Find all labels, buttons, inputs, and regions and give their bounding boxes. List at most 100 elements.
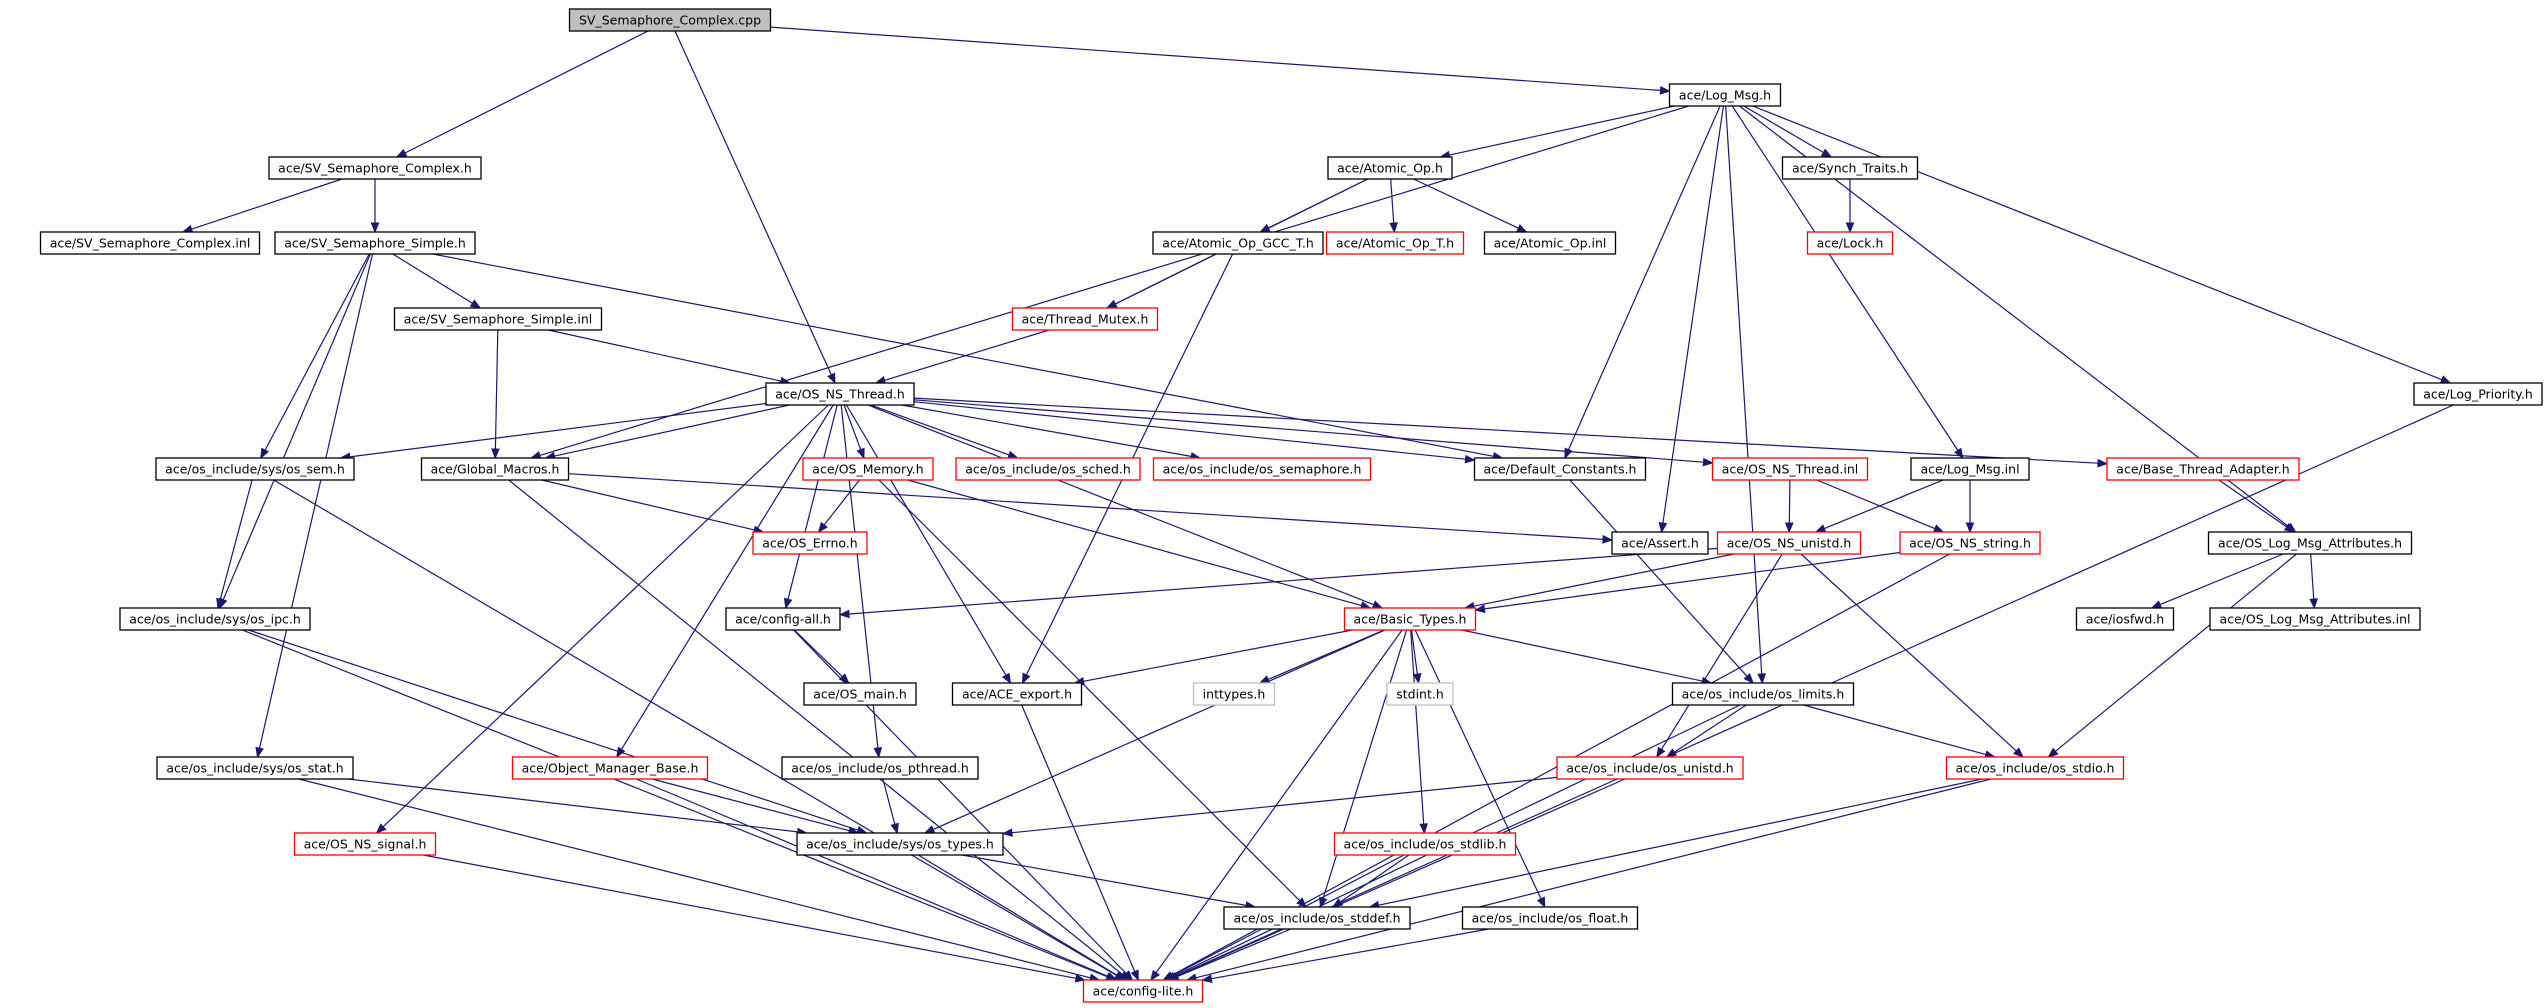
edge-atomic-gcc-h-to-thread-mutex-h <box>1105 253 1217 309</box>
node-assert-h[interactable]: ace/Assert.h <box>1611 531 1709 555</box>
node-atomic-t-h[interactable]: ace/Atomic_Op_T.h <box>1325 231 1465 255</box>
node-log-msg-h[interactable]: ace/Log_Msg.h <box>1668 83 1782 107</box>
edge-line <box>674 30 832 376</box>
node-os-errno-h[interactable]: ace/OS_Errno.h <box>752 531 868 555</box>
node-label: ace/OS_Memory.h <box>812 462 923 477</box>
node-os-stdio-h[interactable]: ace/os_include/os_stdio.h <box>1945 756 2125 780</box>
node-thread-mutex-h[interactable]: ace/Thread_Mutex.h <box>1011 307 1159 331</box>
node-label: ace/OS_NS_string.h <box>1909 536 2031 551</box>
arrowhead-icon <box>1656 746 1666 759</box>
arrowhead-icon <box>838 673 850 684</box>
node-ace-export-h[interactable]: ace/ACE_export.h <box>951 682 1083 706</box>
node-log-priority-h[interactable]: ace/Log_Priority.h <box>2413 382 2543 406</box>
node-label: ace/Base_Thread_Adapter.h <box>2116 462 2289 477</box>
node-label: ace/Basic_Types.h <box>1354 612 1467 627</box>
node-object-manager-base-h[interactable]: ace/Object_Manager_Base.h <box>511 756 709 780</box>
node-os-limits-h[interactable]: ace/os_include/os_limits.h <box>1671 682 1855 706</box>
edge-os-ns-thread-h-to-basic-types-h <box>867 404 1384 609</box>
node-os-log-msg-attr-inl[interactable]: ace/OS_Log_Msg_Attributes.inl <box>2209 607 2421 631</box>
arrowhead-icon <box>873 747 883 759</box>
node-label: ace/OS_Errno.h <box>762 536 857 551</box>
node-base-thread-adapter-h[interactable]: ace/Base_Thread_Adapter.h <box>2106 457 2300 481</box>
node-box <box>2413 382 2543 406</box>
edge-os-ns-thread-h-to-object-manager-base-h <box>616 404 834 759</box>
node-basic-types-h[interactable]: ace/Basic_Types.h <box>1343 607 1477 631</box>
edge-line <box>2218 479 2288 528</box>
node-os-ns-unistd-h[interactable]: ace/OS_NS_unistd.h <box>1716 531 1862 555</box>
edge-os-log-msg-attr-h-to-os-log-msg-attr-inl <box>2309 553 2319 610</box>
edge-basic-types-h-to-os-stdlib-h <box>1410 629 1429 835</box>
node-os-sem-h[interactable]: ace/os_include/sys/os_sem.h <box>155 457 355 481</box>
edge-line <box>1378 778 1983 906</box>
node-os-stddef-h[interactable]: ace/os_include/os_stddef.h <box>1223 906 1411 930</box>
node-os-types-h[interactable]: ace/os_include/sys/os_types.h <box>796 832 1004 856</box>
node-label: ace/Assert.h <box>1621 536 1699 551</box>
edge-line <box>2055 553 2297 752</box>
node-sv-complex-inl[interactable]: ace/SV_Semaphore_Complex.inl <box>39 231 261 255</box>
node-config-all-h[interactable]: ace/config-all.h <box>725 607 841 631</box>
arrowhead-icon <box>1743 673 1755 685</box>
node-os-ipc-h[interactable]: ace/os_include/sys/os_ipc.h <box>119 607 311 631</box>
node-label: ace/os_include/sys/os_types.h <box>806 837 994 852</box>
node-os-stdlib-h[interactable]: ace/os_include/os_stdlib.h <box>1333 832 1517 856</box>
edge-line <box>917 854 1118 976</box>
edge-line <box>273 479 1117 976</box>
node-label: ace/os_include/os_semaphore.h <box>1163 462 1362 477</box>
node-stdint-h[interactable]: stdint.h <box>1386 682 1454 706</box>
node-root[interactable]: SV_Semaphore_Complex.cpp <box>568 8 772 32</box>
node-default-constants-h[interactable]: ace/Default_Constants.h <box>1473 457 1647 481</box>
edge-sv-simple-inl-to-global-macros-h <box>491 329 500 460</box>
node-global-macros-h[interactable]: ace/Global_Macros.h <box>420 457 570 481</box>
node-os-ns-string-h[interactable]: ace/OS_NS_string.h <box>1899 531 2041 555</box>
edge-os-ns-thread-h-to-os-ns-signal-h <box>375 404 829 834</box>
edge-os-log-msg-attr-h-to-os-stdio-h <box>2047 553 2297 758</box>
edge-os-sem-h-to-config-lite-h <box>273 479 1126 981</box>
edge-os-ns-unistd-h-to-config-all-h <box>838 547 1718 619</box>
node-os-pthread-h[interactable]: ace/os_include/os_pthread.h <box>781 756 979 780</box>
edge-line <box>1211 928 1489 980</box>
node-os-unistd-h[interactable]: ace/os_include/os_unistd.h <box>1556 756 1744 780</box>
node-box <box>393 307 603 331</box>
node-iosfwd-h[interactable]: ace/iosfwd.h <box>2075 607 2175 631</box>
edge-line <box>539 105 1689 456</box>
arrowhead-icon <box>1965 522 1975 534</box>
node-log-msg-inl[interactable]: ace/Log_Msg.inl <box>1910 457 2030 481</box>
node-atomic-inl[interactable]: ace/Atomic_Op.inl <box>1483 231 1617 255</box>
node-sv-complex-h[interactable]: ace/SV_Semaphore_Complex.h <box>268 156 482 180</box>
node-os-log-msg-attr-h[interactable]: ace/OS_Log_Msg_Attributes.h <box>2207 531 2413 555</box>
node-os-semaphore-h[interactable]: ace/os_include/os_semaphore.h <box>1152 457 1372 481</box>
node-label: ace/os_include/sys/os_sem.h <box>165 462 345 477</box>
node-label: ace/os_include/os_stdlib.h <box>1344 837 1507 852</box>
node-atomic-op-h[interactable]: ace/Atomic_Op.h <box>1327 156 1453 180</box>
edge-object-manager-base-h-to-config-lite-h <box>636 778 1118 981</box>
arrowhead-icon <box>2283 523 2296 533</box>
node-sv-simple-h[interactable]: ace/SV_Semaphore_Simple.h <box>274 231 476 255</box>
node-os-ns-signal-h[interactable]: ace/OS_NS_signal.h <box>293 832 437 856</box>
node-os-stat-h[interactable]: ace/os_include/sys/os_stat.h <box>156 756 354 780</box>
node-label: ace/os_include/os_unistd.h <box>1566 761 1733 776</box>
node-os-ns-thread-inl[interactable]: ace/OS_NS_Thread.inl <box>1711 457 1869 481</box>
node-box <box>752 531 868 555</box>
node-os-sched-h[interactable]: ace/os_include/os_sched.h <box>955 457 1141 481</box>
node-os-memory-h[interactable]: ace/OS_Memory.h <box>802 457 934 481</box>
node-synch-traits-h[interactable]: ace/Synch_Traits.h <box>1781 156 1919 180</box>
node-inttypes-h[interactable]: inttypes.h <box>1192 682 1276 706</box>
arrowhead-icon <box>1464 454 1476 464</box>
node-sv-simple-inl[interactable]: ace/SV_Semaphore_Simple.inl <box>393 307 603 331</box>
arrowhead-icon <box>890 822 899 835</box>
node-atomic-gcc-h[interactable]: ace/Atomic_Op_GCC_T.h <box>1152 231 1324 255</box>
edge-line <box>1414 629 1542 900</box>
arrowhead-icon <box>469 299 482 309</box>
edge-line <box>913 401 1466 460</box>
node-config-lite-h[interactable]: ace/config-lite.h <box>1082 979 1204 1003</box>
node-label: ace/Atomic_Op_T.h <box>1336 236 1454 251</box>
node-label: ace/os_include/os_stddef.h <box>1233 911 1400 926</box>
node-os-main-h[interactable]: ace/OS_main.h <box>803 682 917 706</box>
node-lock-h[interactable]: ace/Lock.h <box>1806 231 1894 255</box>
edge-line <box>913 397 2099 464</box>
edge-root-to-log-msg-h <box>770 26 1671 95</box>
node-os-float-h[interactable]: ace/os_include/os_float.h <box>1461 906 1639 930</box>
node-os-ns-thread-h[interactable]: ace/OS_NS_Thread.h <box>765 382 915 406</box>
node-label: ace/SV_Semaphore_Simple.inl <box>404 312 592 327</box>
